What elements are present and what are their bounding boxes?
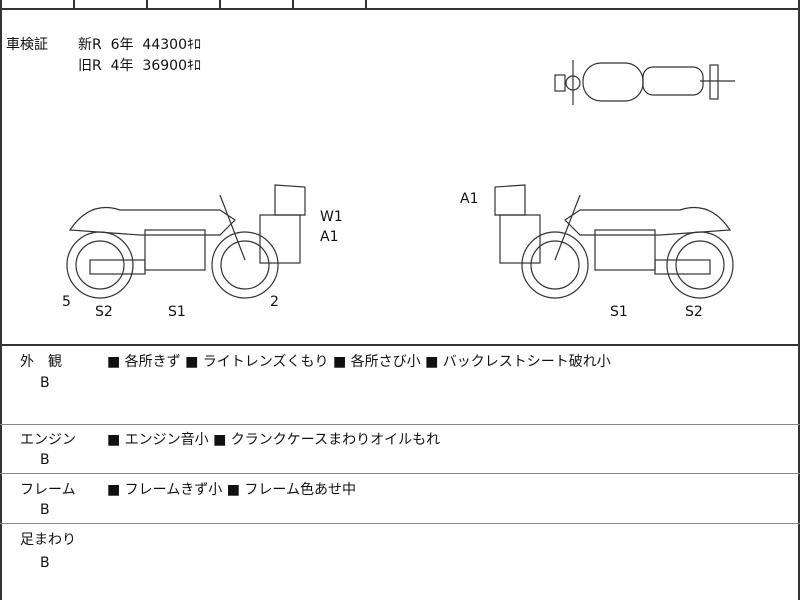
divider	[0, 424, 800, 425]
divider	[292, 0, 294, 8]
divider	[365, 0, 367, 8]
left-border	[0, 0, 2, 600]
label-a1-left: A1	[320, 229, 339, 245]
divider	[0, 473, 800, 474]
divider	[73, 0, 75, 8]
divider	[0, 344, 800, 346]
section-notes: ■ フレームきず小 ■ フレーム色あせ中	[107, 482, 356, 498]
label-s1-right: S1	[610, 304, 628, 320]
section-notes: ■ エンジン音小 ■ クランクケースまわりオイルもれ	[107, 432, 441, 448]
label-5: 5	[62, 294, 71, 310]
divider	[0, 8, 800, 10]
label-s1-left: S1	[168, 304, 186, 320]
label-s2-left: S2	[95, 304, 113, 320]
right-border	[798, 0, 800, 600]
section-title: 足まわり	[20, 532, 76, 548]
label-a1-right: A1	[460, 191, 479, 207]
divider	[0, 523, 800, 524]
section-title: エンジン	[20, 432, 76, 448]
section-title: フレーム	[20, 482, 76, 498]
section-grade: B	[40, 452, 50, 468]
motorcycle-left-side	[66, 184, 306, 299]
divider	[146, 0, 148, 8]
motorcycle-top-view	[554, 60, 735, 105]
section-notes: ■ 各所きず ■ ライトレンズくもり ■ 各所さび小 ■ バックレストシート破れ…	[107, 354, 611, 370]
label-s2-right: S2	[685, 304, 703, 320]
section-grade: B	[40, 502, 50, 518]
label-w1-left: W1	[320, 209, 343, 225]
section-grade: B	[40, 555, 50, 571]
inspection-old: 旧R 4年 36900ｷﾛ	[78, 58, 201, 74]
divider	[219, 0, 221, 8]
section-title: 外 観	[20, 354, 62, 370]
inspection-new: 新R 6年 44300ｷﾛ	[78, 37, 201, 53]
section-grade: B	[40, 375, 50, 391]
motorcycle-right-side	[494, 184, 734, 299]
inspection-label: 車検証	[6, 37, 48, 53]
label-2: 2	[270, 294, 279, 310]
